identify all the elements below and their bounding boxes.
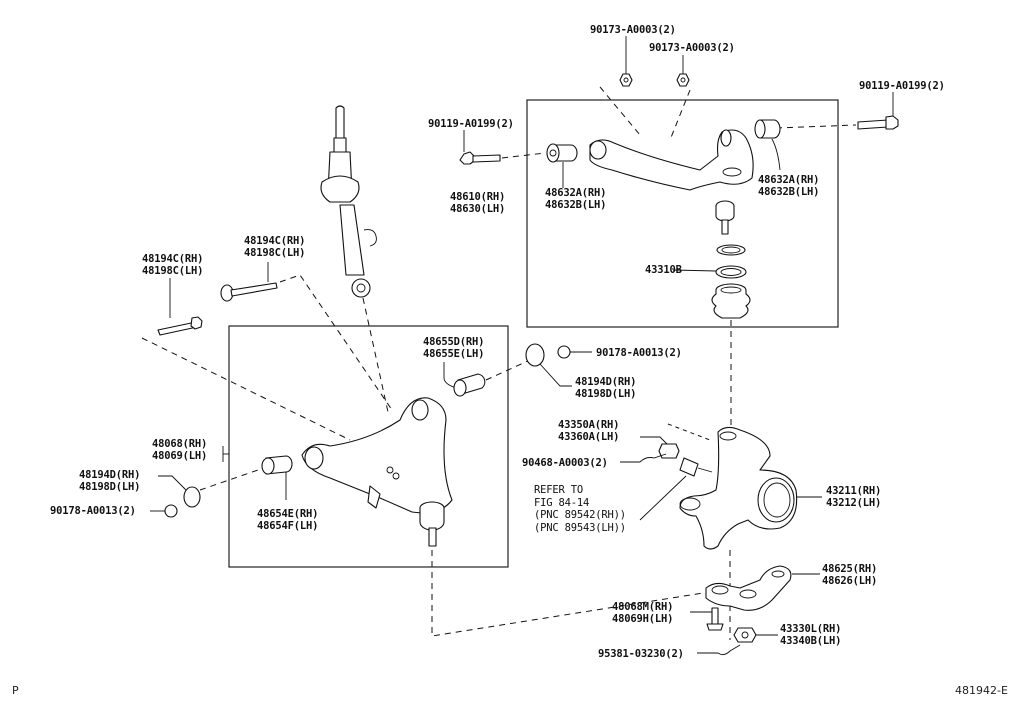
label-lower-arm: 48068(RH) 48069(LH) <box>152 438 208 462</box>
label-cam-plate-left: 48194D(RH) 48198D(LH) <box>79 469 141 493</box>
lower-bushing-rear-icon <box>443 362 486 397</box>
upper-arm-icon <box>589 129 754 191</box>
label-cam-plate-right: 48194D(RH) 48198D(LH) <box>575 376 637 400</box>
bolt-upper-left-icon <box>459 130 501 165</box>
cam-plate-left-icon <box>158 475 201 508</box>
upper-bushing-left-icon <box>546 143 578 188</box>
label-nut-lower-right: 90178-A0013(2) <box>596 347 682 359</box>
lower-arm-group-box <box>228 325 509 568</box>
ball-joint-boot-icon <box>711 244 751 319</box>
label-castle-nut: 43330L(RH) 43340B(LH) <box>780 623 842 647</box>
cotter-pin-lower-icon <box>697 644 741 656</box>
label-nut-lower-left: 90178-A0013(2) <box>50 505 136 517</box>
label-nut-upper-2: 90173-A0003(2) <box>649 42 735 54</box>
label-boot-clip: 43310B <box>645 264 682 276</box>
shock-absorber-icon <box>320 105 377 298</box>
lower-bushing-front-icon <box>261 455 293 500</box>
bolt-upper-right-icon <box>857 92 899 130</box>
cam-bolt-right-icon <box>220 262 278 302</box>
upper-bushing-right-icon <box>754 119 781 171</box>
upper-ball-joint-icon <box>715 200 735 235</box>
refer-note: REFER TO FIG 84-14 (PNC 89542(RH)) (PNC … <box>534 484 626 534</box>
cotter-pin-upper-icon <box>620 453 667 463</box>
label-knuckle-arm-bolt: 48068M(RH) 48069H(LH) <box>612 601 674 625</box>
label-upper-bushing-right: 48632A(RH) 48632B(LH) <box>758 174 820 198</box>
lower-ball-joint-icon <box>419 501 445 547</box>
label-cotter-pin-lower: 95381-03230(2) <box>598 648 684 660</box>
abs-sensor-icon <box>639 457 713 521</box>
castle-nut-icon <box>733 627 778 643</box>
nut-upper-2-icon <box>676 55 690 87</box>
lower-arm-icon <box>301 397 453 514</box>
steering-knuckle-icon <box>679 426 798 550</box>
cam-bolt-left-icon <box>157 278 203 336</box>
ball-joint-nut-icon <box>640 436 680 459</box>
nut-upper-1-icon <box>619 36 633 87</box>
label-nut-upper-1: 90173-A0003(2) <box>590 24 676 36</box>
label-knuckle-arm: 48625(RH) 48626(LH) <box>822 563 878 587</box>
label-upper-bushing-left: 48632A(RH) 48632B(LH) <box>545 187 607 211</box>
upper-arm-group-box <box>526 99 839 328</box>
label-cam-bolt-left: 48194C(RH) 48198C(LH) <box>142 253 204 277</box>
knuckle-arm-icon <box>705 565 792 611</box>
knuckle-arm-bolt-icon <box>690 607 724 631</box>
nut-lower-right-icon <box>557 345 592 359</box>
label-cotter-pin-upper: 90468-A0003(2) <box>522 457 608 469</box>
label-cam-bolt-right: 48194C(RH) 48198C(LH) <box>244 235 306 259</box>
illustration-code: 481942-E <box>955 684 1008 697</box>
cam-plate-right-icon <box>525 343 572 387</box>
label-upper-arm: 48610(RH) 48630(LH) <box>450 191 506 215</box>
page-marker: P <box>12 684 19 697</box>
label-ball-joint-nut: 43350A(RH) 43360A(LH) <box>558 419 620 443</box>
nut-lower-left-icon <box>150 504 178 518</box>
label-steering-knuckle: 43211(RH) 43212(LH) <box>826 485 882 509</box>
label-bolt-upper-right: 90119-A0199(2) <box>859 80 945 92</box>
label-bolt-upper-left: 90119-A0199(2) <box>428 118 514 130</box>
label-lower-bushing-rear: 48655D(RH) 48655E(LH) <box>423 336 485 360</box>
label-lower-bushing-front: 48654E(RH) 48654F(LH) <box>257 508 319 532</box>
